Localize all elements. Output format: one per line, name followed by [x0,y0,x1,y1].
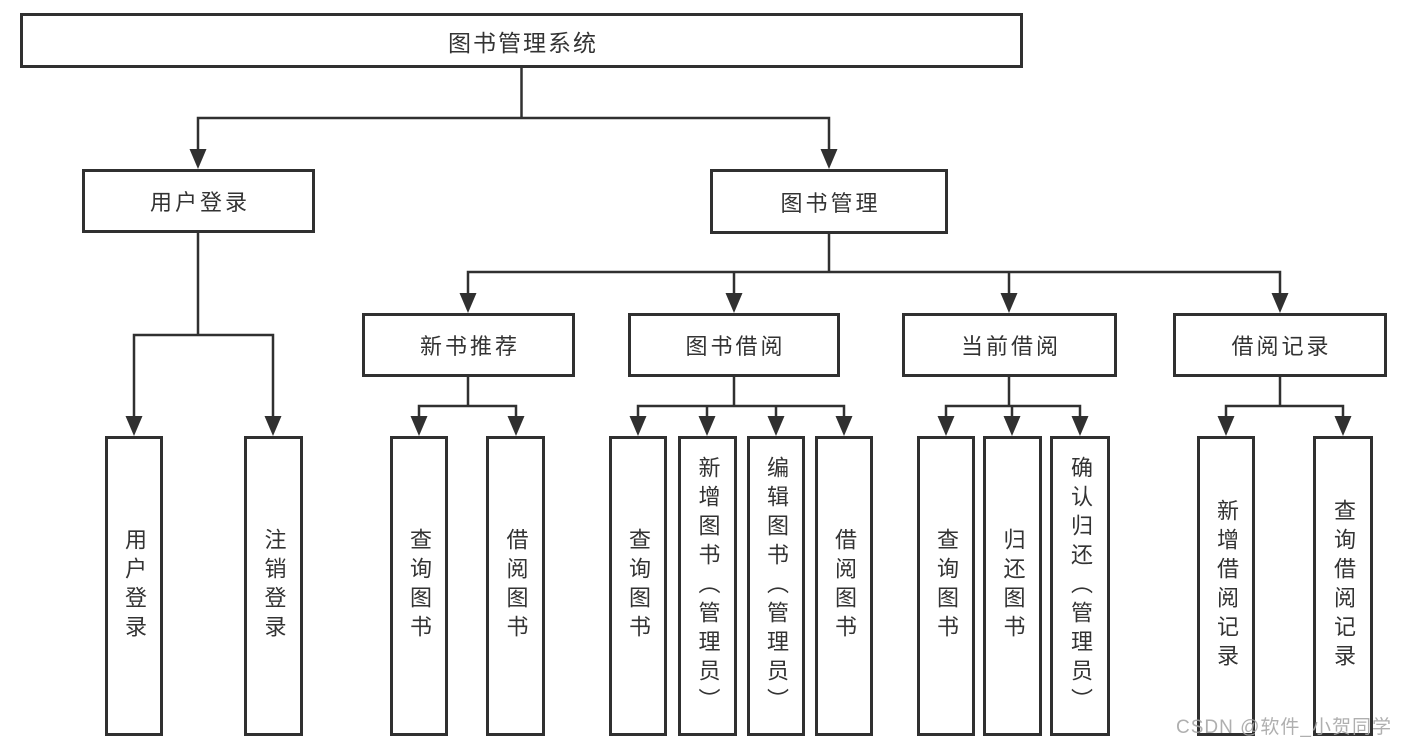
node-logout-leaf-label: 注销登录 [261,528,287,644]
node-borrow-add-books-admin-label: 新增图书（管理员） [695,455,721,717]
node-borrow-query-books-leaf: 查询图书 [609,436,667,736]
node-borrow-borrow-books-leaf: 借阅图书 [815,436,873,736]
connector-current-borrow-children [944,377,1082,418]
node-logout-leaf: 注销登录 [244,436,303,736]
node-record-query-record-leaf: 查询借阅记录 [1313,436,1373,736]
node-user-login-branch: 用户登录 [82,169,315,233]
node-recommend-borrow-books-leaf: 借阅图书 [486,436,545,736]
node-root-label: 图书管理系统 [448,29,598,56]
node-recommend-query-books-leaf: 查询图书 [390,436,448,736]
node-book-management-branch-label: 图书管理 [780,190,881,216]
node-new-book-recommend: 新书推荐 [362,313,575,377]
node-book-borrow: 图书借阅 [628,313,840,377]
node-root-library-system: 图书管理系统 [20,13,1023,68]
node-current-query-books-label: 查询图书 [934,528,959,644]
node-current-borrow-label: 当前借阅 [960,334,1061,359]
node-book-borrow-label: 图书借阅 [685,334,786,359]
node-current-borrow: 当前借阅 [902,313,1117,377]
node-borrow-edit-books-admin-leaf: 编辑图书（管理员） [747,436,805,736]
node-current-return-books-label: 归还图书 [1000,528,1026,644]
node-recommend-query-books-label: 查询图书 [407,528,432,644]
arrowheads [125,149,1352,436]
node-new-book-recommend-label: 新书推荐 [419,334,520,359]
node-user-login-leaf: 用户登录 [105,436,163,736]
node-borrow-add-books-admin-leaf: 新增图书（管理员） [678,436,737,736]
connector-book-borrow-children [636,377,846,418]
node-borrow-query-books-label: 查询图书 [626,528,651,644]
node-borrow-record: 借阅记录 [1173,313,1387,377]
node-current-confirm-return-admin-leaf: 确认归还（管理员） [1050,436,1110,736]
connector-user-login-children [132,233,275,418]
connector-new-book-children [417,377,518,418]
connector-book-mgmt-children [466,234,1282,295]
node-book-management-branch: 图书管理 [710,169,948,234]
node-borrow-edit-books-admin-label: 编辑图书（管理员） [764,455,789,717]
node-borrow-borrow-books-label: 借阅图书 [832,528,857,644]
node-current-return-books-leaf: 归还图书 [983,436,1042,736]
node-record-add-record-leaf: 新增借阅记录 [1197,436,1255,736]
connector-borrow-record-children [1224,377,1345,418]
node-user-login-leaf-label: 用户登录 [122,528,147,644]
connector-root-to-level2 [196,68,831,151]
node-recommend-borrow-books-label: 借阅图书 [503,528,529,644]
node-user-login-branch-label: 用户登录 [149,190,250,215]
node-borrow-record-label: 借阅记录 [1231,334,1332,359]
node-current-query-books-leaf: 查询图书 [917,436,975,736]
node-current-confirm-return-admin-label: 确认归还（管理员） [1068,455,1093,717]
node-record-query-record-label: 查询借阅记录 [1331,499,1356,673]
node-record-add-record-label: 新增借阅记录 [1214,499,1239,673]
csdn-watermark: CSDN @软件_小贺同学 [1176,717,1392,738]
